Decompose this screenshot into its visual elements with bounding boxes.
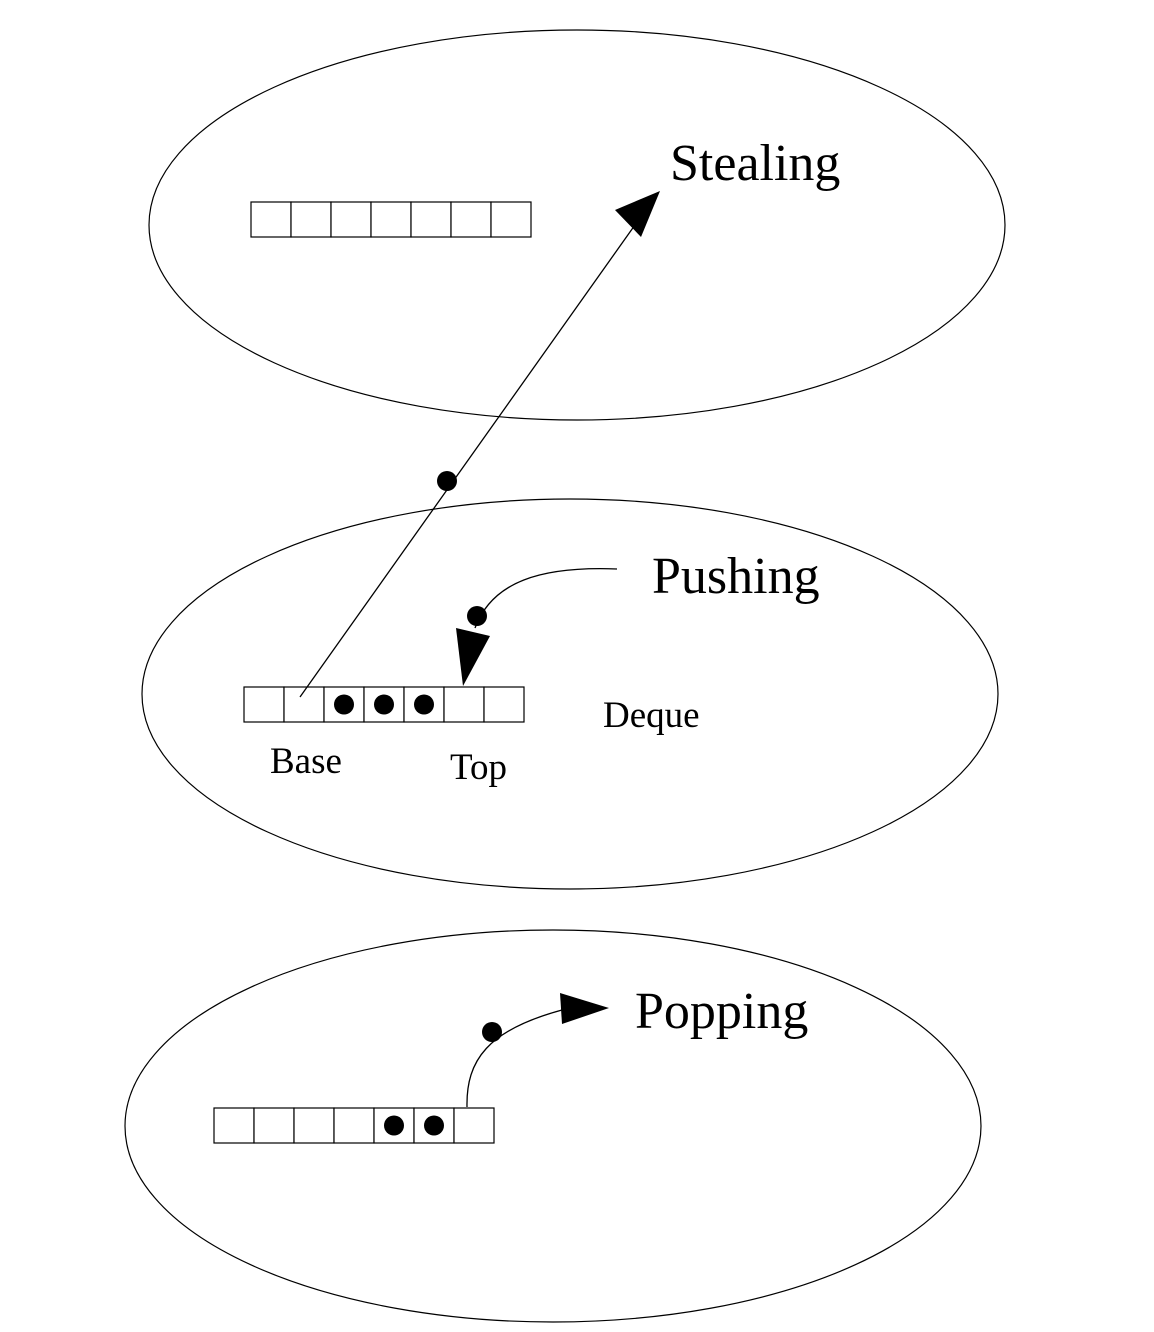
steal-arrow xyxy=(299,191,660,698)
push-arrow-line xyxy=(474,568,618,629)
stealing-deque-cell xyxy=(370,201,412,238)
stealing-deque-cell xyxy=(250,201,292,238)
pushing-deque-task-dot xyxy=(414,694,434,715)
popping-deque-cell xyxy=(293,1107,335,1144)
push-arrow-head xyxy=(456,628,490,686)
popping-deque-cell xyxy=(253,1107,295,1144)
base-label: Base xyxy=(270,741,342,782)
pushing-deque-task-dot xyxy=(374,694,394,715)
pop-arrow-dot xyxy=(482,1022,502,1042)
popping-deque-cell xyxy=(453,1107,495,1144)
pushing-deque-cell xyxy=(443,686,485,723)
pushing-deque-cell xyxy=(403,686,445,723)
popping-deque-cell xyxy=(213,1107,255,1144)
steal-arrow-dot xyxy=(437,471,457,491)
stealing-label: Stealing xyxy=(670,135,840,192)
push-arrow-dot xyxy=(467,606,487,626)
popping-label: Popping xyxy=(635,983,808,1040)
stealing-deque-cell xyxy=(490,201,532,238)
popping-deque-cell xyxy=(333,1107,375,1144)
stealing-deque-cell xyxy=(450,201,492,238)
stealing-deque-cell xyxy=(290,201,332,238)
stealing-ellipse xyxy=(148,29,1006,421)
stealing-deque-cell xyxy=(330,201,372,238)
steal-arrow-line xyxy=(299,207,648,698)
steal-arrow-head xyxy=(615,191,660,237)
deque-label: Deque xyxy=(603,695,700,736)
pop-arrow xyxy=(466,993,609,1108)
pushing-label: Pushing xyxy=(652,548,820,605)
pop-arrow-head xyxy=(560,993,609,1024)
popping-deque xyxy=(213,1107,495,1144)
pushing-deque-cell xyxy=(243,686,285,723)
stealing-deque-cell xyxy=(410,201,452,238)
popping-ellipse xyxy=(124,929,982,1323)
pushing-deque-cell xyxy=(283,686,325,723)
popping-deque-task-dot xyxy=(384,1115,404,1136)
pushing-ellipse xyxy=(141,498,999,890)
popping-deque-task-dot xyxy=(424,1115,444,1136)
pushing-deque-cell xyxy=(363,686,405,723)
pushing-deque xyxy=(243,686,525,723)
pushing-deque-task-dot xyxy=(334,694,354,715)
top-label: Top xyxy=(450,747,507,788)
pop-arrow-line xyxy=(466,1009,563,1108)
pushing-deque-cell xyxy=(483,686,525,723)
push-arrow xyxy=(456,568,618,686)
stealing-deque xyxy=(250,201,532,238)
